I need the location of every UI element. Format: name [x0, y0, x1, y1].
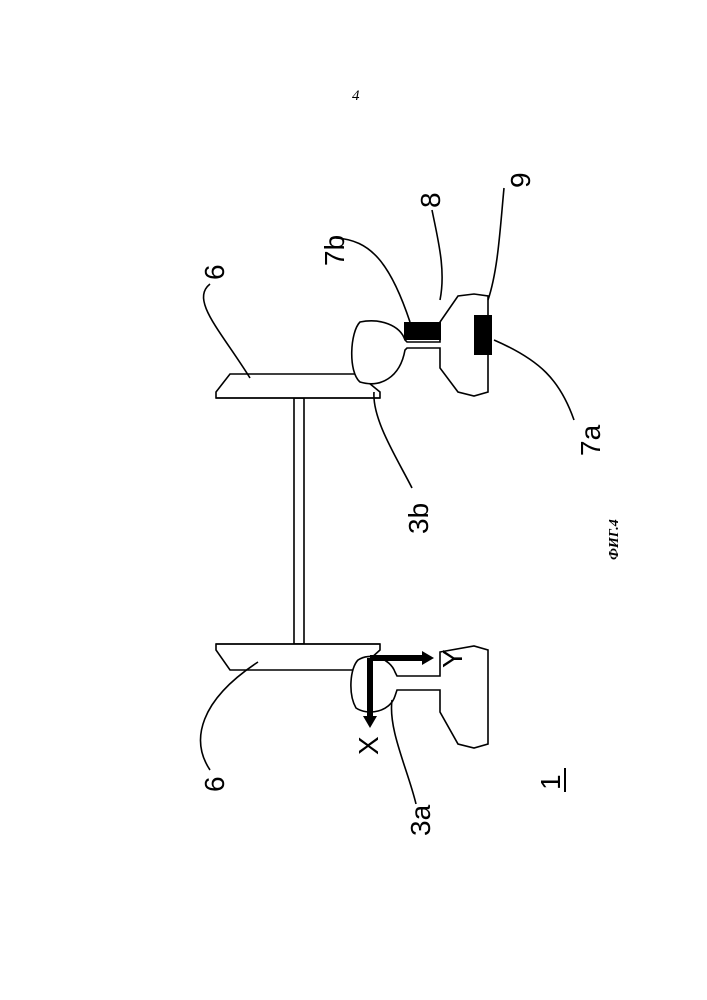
leader-lines: [201, 188, 574, 804]
label-sensor-7a: 7a: [575, 424, 606, 456]
label-rail-b: 3b: [403, 503, 434, 534]
label-item-8: 8: [415, 192, 446, 208]
axis-y-label: Y: [437, 649, 468, 668]
sensor-7b: [404, 322, 441, 340]
page-number: 4: [352, 88, 360, 104]
label-item-9: 9: [505, 172, 536, 188]
figure-caption: ФИГ.4: [607, 519, 622, 560]
label-wheel-right: 6: [199, 264, 230, 280]
label-wheel-left: 6: [199, 776, 230, 792]
label-sensor-7b: 7b: [319, 235, 350, 266]
axis-x-label: X: [353, 736, 384, 755]
wheel-upper: [216, 374, 380, 398]
rail-b: [352, 294, 488, 396]
label-rail-a: 3a: [405, 804, 436, 836]
axle: [294, 398, 304, 644]
sensor-7a: [474, 315, 492, 355]
label-assembly: 1: [535, 774, 566, 790]
